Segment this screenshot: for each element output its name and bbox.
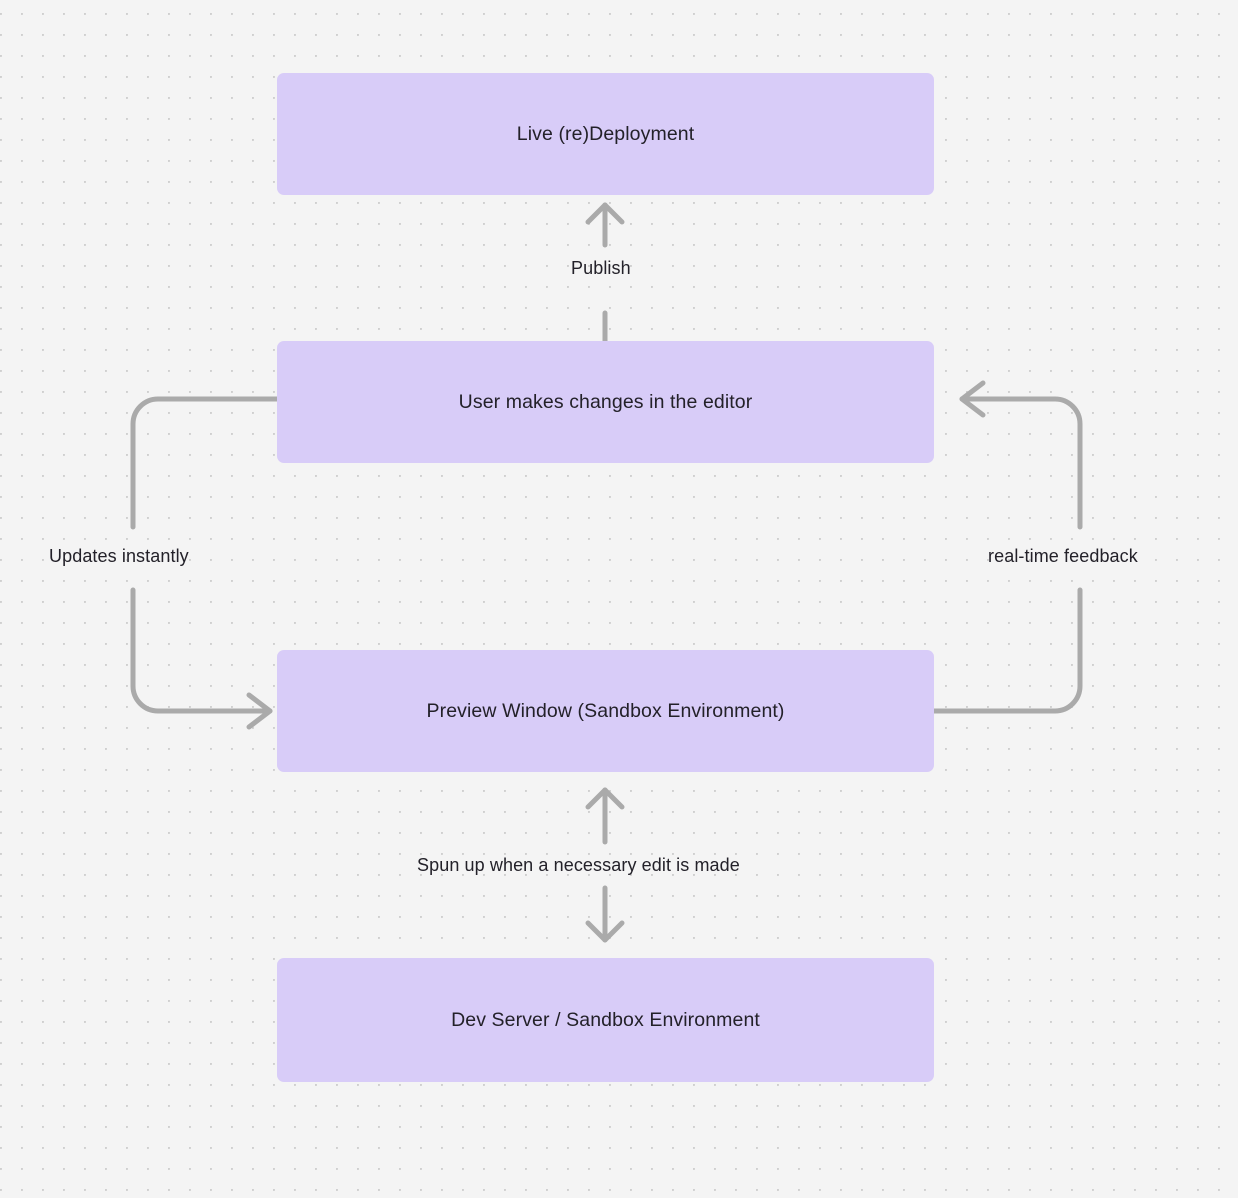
node-label: User makes changes in the editor (458, 390, 753, 413)
edge-label-real-time-feedback: real-time feedback (988, 546, 1138, 566)
arrowhead-up (585, 202, 625, 225)
node-label: Preview Window (Sandbox Environment) (426, 699, 785, 722)
node-dev-server[interactable]: Dev Server / Sandbox Environment (277, 958, 934, 1082)
edge-label-spun-up: Spun up when a necessary edit is made (417, 855, 740, 875)
node-user-makes-changes[interactable]: User makes changes in the editor (277, 341, 934, 463)
arrowhead-down (585, 920, 625, 943)
edge-label-updates-instantly: Updates instantly (49, 546, 189, 566)
node-live-redeployment[interactable]: Live (re)Deployment (277, 73, 934, 195)
arrowhead-right (246, 692, 273, 730)
node-label: Dev Server / Sandbox Environment (451, 1008, 760, 1031)
node-label: Live (re)Deployment (516, 122, 695, 145)
node-preview-window[interactable]: Preview Window (Sandbox Environment) (277, 650, 934, 772)
arrowhead-left (959, 380, 986, 418)
edge-label-publish: Publish (571, 258, 631, 278)
arrowhead-up (585, 787, 625, 810)
